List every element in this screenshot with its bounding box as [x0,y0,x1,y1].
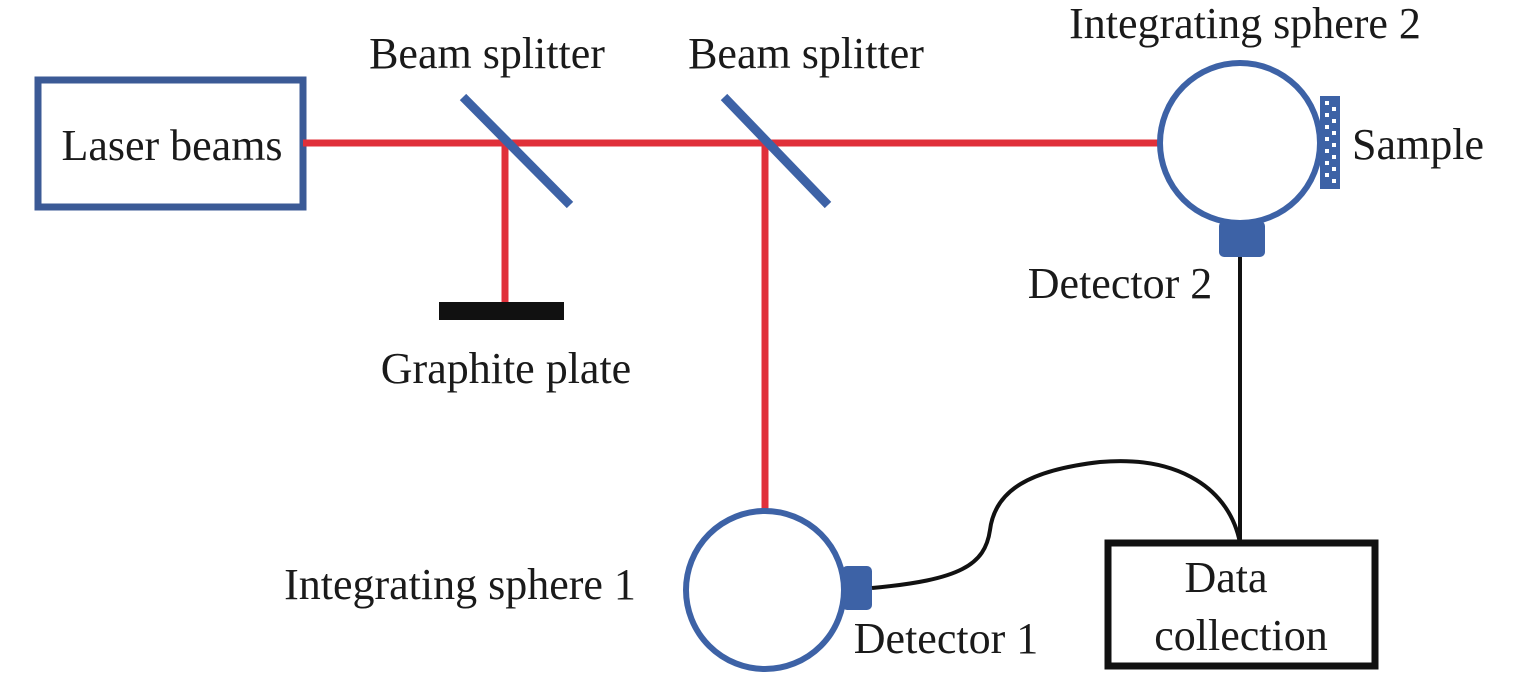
sample-pattern [1325,101,1336,183]
detector-1-label: Detector 1 [854,614,1038,663]
beam-splitter-1-label: Beam splitter [369,29,605,78]
integrating-sphere-2-label: Integrating sphere 2 [1069,0,1421,48]
sample-label: Sample [1352,120,1484,169]
data-collection-label-line1: Data [1184,553,1267,602]
detector-1-wire [871,459,1242,590]
data-collection-box [1104,539,1379,670]
integrating-sphere-1-label: Integrating sphere 1 [284,560,636,609]
detector-2-label: Detector 2 [1028,259,1212,308]
graphite-plate [439,302,564,320]
beam-splitter-2 [720,93,832,209]
beam-splitter-1 [459,93,574,209]
graphite-plate-label: Graphite plate [381,344,631,393]
beam-splitter-2-label: Beam splitter [688,29,924,78]
integrating-sphere-2 [1157,60,1323,226]
detector-2 [1219,221,1265,257]
laser-label: Laser beams [61,121,282,170]
laser-box [34,76,307,211]
integrating-sphere-1 [683,508,847,672]
data-collection-label-line2: collection [1154,611,1328,660]
detector-1 [842,566,872,610]
sample [1320,96,1340,189]
